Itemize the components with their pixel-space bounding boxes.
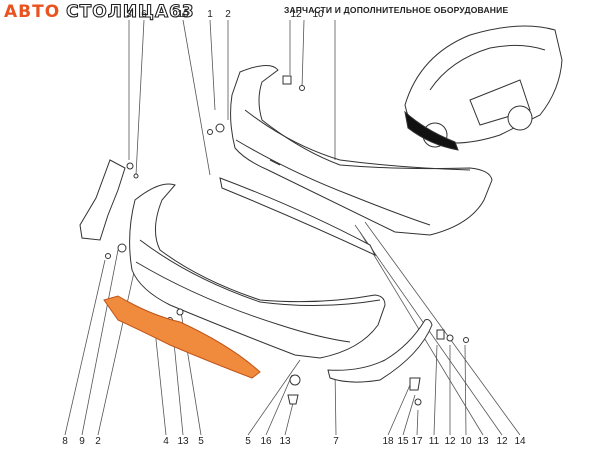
highlighted-part: [103, 295, 261, 379]
brand-tagline: ЗАПЧАСТИ И ДОПОЛНИТЕЛЬНОЕ ОБОРУДОВАНИЕ: [284, 5, 509, 15]
